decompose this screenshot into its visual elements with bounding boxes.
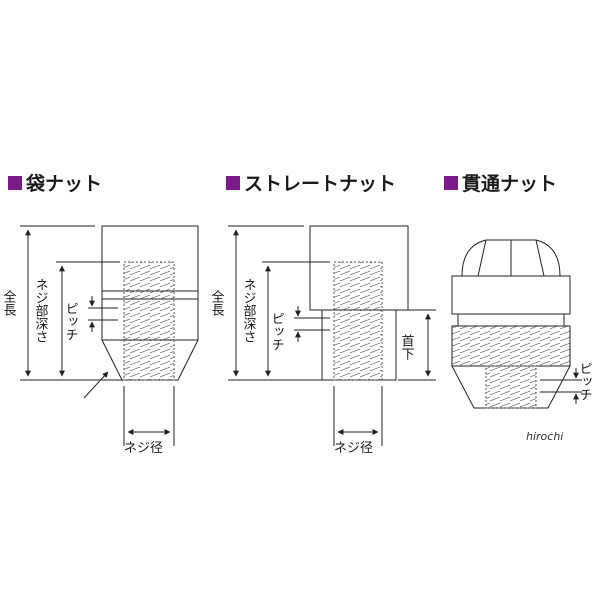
label-pitch: ピッチ: [577, 362, 592, 401]
thread-hatch: [485, 365, 537, 409]
watermark: hirochi: [526, 430, 563, 443]
header-fukuro: 袋ナット: [8, 172, 102, 195]
kantsu-nut: [451, 239, 582, 409]
label-neji-bu-fukasa: ネジ部深さ: [33, 278, 49, 343]
thread-hatch: [333, 261, 383, 381]
label-zencho: 全長: [1, 289, 17, 316]
label-neji-kei: ネジ径: [124, 441, 163, 456]
header-kantsu: 貫通ナット: [444, 173, 557, 195]
thread-hatch: [123, 261, 175, 381]
header-square-icon: [226, 176, 240, 190]
nut-ring: [457, 313, 565, 327]
header-square-icon: [444, 176, 458, 190]
nut-flange: [451, 275, 571, 315]
label-pitch: ピッチ: [269, 312, 284, 351]
label-kubishita: 首下: [399, 334, 415, 360]
label-neji-kei: ネジ径: [334, 441, 373, 456]
header-square-icon: [8, 176, 22, 190]
label-zencho: 全長: [209, 289, 225, 316]
label-neji-bu-fukasa: ネジ部深さ: [241, 278, 257, 343]
fukuro-nut: [20, 225, 199, 446]
nut-body: [451, 325, 571, 367]
label-pitch: ピッチ: [63, 302, 78, 341]
header-straight: ストレートナット: [226, 173, 396, 195]
straight-nut: [228, 225, 436, 446]
header-title: ストレートナット: [244, 173, 396, 195]
header-title: 貫通ナット: [462, 173, 557, 195]
header-title: 袋ナット: [25, 172, 102, 195]
